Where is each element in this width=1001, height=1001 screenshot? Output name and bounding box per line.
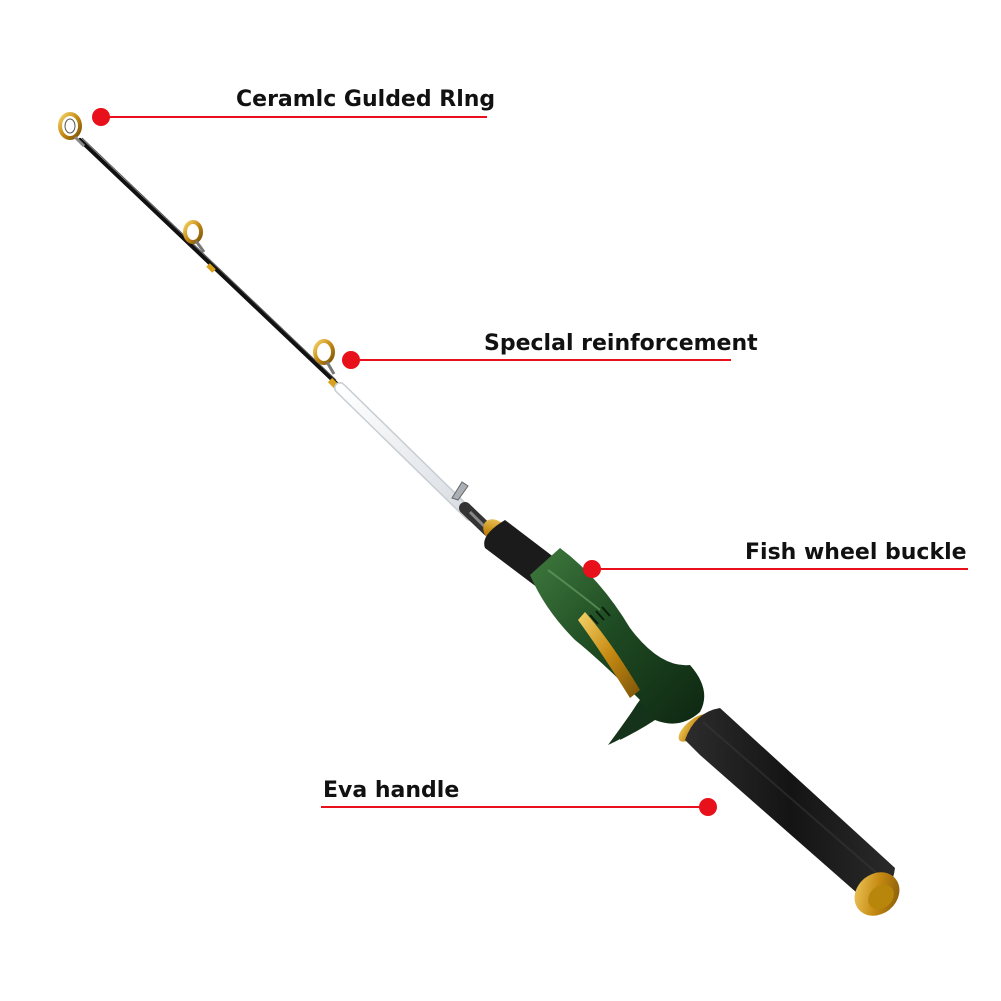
rear-eva-grip <box>685 708 895 900</box>
reel-seat <box>530 548 705 740</box>
callout-ceramic-ring: Ceramlc Gulded Rlng <box>92 87 495 126</box>
hook-keeper <box>451 481 469 501</box>
reel-trigger <box>608 700 652 745</box>
callout-special-reinforcement: Speclal reinforcement <box>342 331 758 369</box>
callout-dot <box>699 798 717 816</box>
guide-lower <box>313 339 336 375</box>
guide-tip <box>58 112 86 148</box>
rod-tip-section <box>78 138 340 387</box>
callout-eva-handle: Eva handle <box>321 778 717 816</box>
callout-fish-wheel-buckle: Fish wheel buckle <box>583 540 968 578</box>
callout-label: Speclal reinforcement <box>484 331 758 356</box>
guide-middle <box>183 220 206 253</box>
rod <box>78 137 900 916</box>
callout-label: Eva handle <box>323 778 459 803</box>
callout-label: Fish wheel buckle <box>745 540 967 565</box>
callout-label: Ceramlc Gulded Rlng <box>236 87 495 112</box>
